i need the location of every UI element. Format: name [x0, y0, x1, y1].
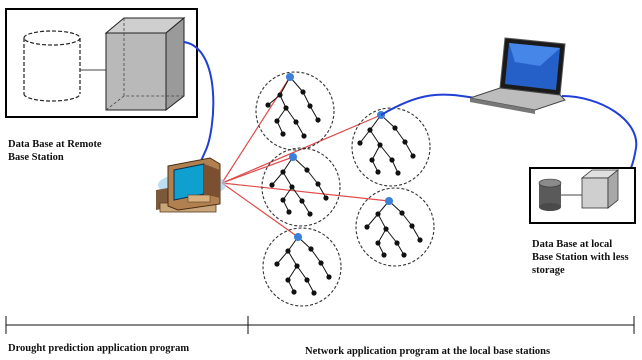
cluster-circles — [255, 71, 435, 307]
local-db-label-line-3: storage — [532, 265, 565, 276]
cluster-tree-3 — [269, 153, 329, 217]
cluster-tree-2 — [357, 111, 416, 176]
cluster-tree-1 — [265, 73, 321, 139]
drought-program-text: Drought prediction application program — [8, 343, 190, 354]
local-db-label-line-2: Base Station with less — [532, 252, 629, 263]
cube-icon — [104, 16, 186, 112]
network-program-label: Network application program at the local… — [305, 345, 550, 358]
program-scope-bracket — [5, 316, 635, 334]
remote-db-label-line-2: Base Station — [8, 152, 64, 163]
cube-icon — [580, 169, 620, 209]
server-icon — [538, 178, 562, 211]
cluster-tree-5 — [274, 233, 332, 296]
laptop-icon — [469, 37, 566, 114]
local-db-label-line-1: Data Base at local — [532, 239, 613, 250]
network-program-text: Network application program at the local… — [305, 346, 551, 357]
remote-database-box — [5, 8, 198, 118]
cable-laptop-to-local-db — [561, 95, 638, 171]
cable-cluster-to-laptop — [380, 93, 476, 116]
local-db-label: Data Base at local Base Station with les… — [532, 238, 629, 277]
remote-db-label: Data Base at Remote Base Station — [8, 138, 102, 164]
cylinder-icon — [23, 30, 81, 102]
remote-db-label-line-1: Data Base at Remote — [8, 139, 102, 150]
cluster-tree-4 — [364, 197, 423, 258]
desktop-computer-icon — [156, 157, 226, 213]
wireless-links — [221, 76, 390, 238]
local-database-box — [529, 167, 636, 224]
drought-program-label: Drought prediction application program — [8, 342, 189, 355]
